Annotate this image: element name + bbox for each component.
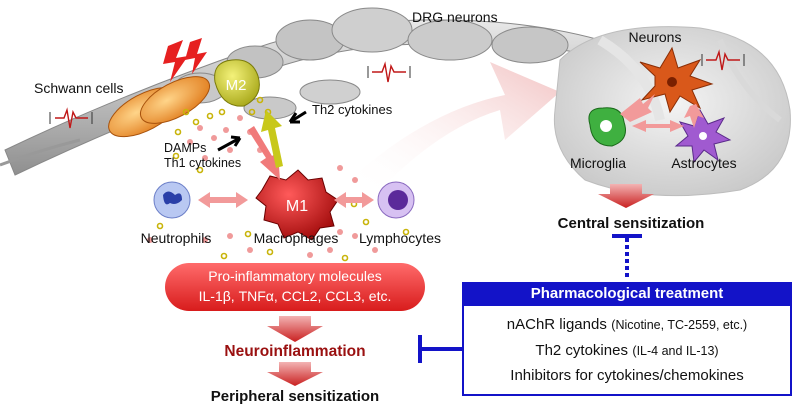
pointer-damps-icon bbox=[217, 135, 242, 152]
injury-lightning-icon bbox=[163, 38, 207, 82]
arrow-m1-to-m2 bbox=[261, 110, 283, 168]
neuron-cell bbox=[639, 46, 714, 114]
label-lymphocytes: Lymphocytes bbox=[359, 230, 441, 246]
label-central-sensitization: Central sensitization bbox=[558, 215, 705, 232]
label-th1-cytokines: Th1 cytokines bbox=[164, 156, 241, 170]
label-microglia: Microglia bbox=[570, 155, 626, 171]
inhibition-to-central bbox=[612, 234, 642, 280]
pharma-item-th2: Th2 cytokines (IL-4 and IL-13) bbox=[464, 342, 790, 360]
cytokine-dots bbox=[147, 96, 410, 262]
m2-macrophage bbox=[214, 59, 260, 107]
astrocyte-cell bbox=[674, 108, 732, 164]
label-damps: DAMPs bbox=[164, 141, 206, 155]
arrow-to-neuroinflammation bbox=[267, 316, 323, 342]
pro-inflammatory-title: Pro-inflammatory molecules bbox=[208, 268, 382, 284]
arrow-m2-to-m1 bbox=[248, 126, 280, 180]
label-schwann-cells: Schwann cells bbox=[34, 80, 124, 96]
arrow-macrophage-lymphocyte bbox=[334, 192, 374, 208]
arrow-to-central bbox=[598, 184, 654, 208]
pharma-item-nachr: nAChR ligands (Nicotine, TC-2559, etc.) bbox=[464, 316, 790, 334]
label-drg-neurons: DRG neurons bbox=[412, 9, 498, 25]
pharma-item-nachr-main: nAChR ligands bbox=[506, 316, 607, 333]
label-neutrophils: Neutrophils bbox=[141, 230, 212, 246]
inhibition-to-neuroinflammation bbox=[418, 335, 462, 363]
label-m2: M2 bbox=[226, 77, 247, 94]
pro-inflammatory-molecules: IL-1β, TNFα, CCL2, CCL3, etc. bbox=[198, 288, 392, 304]
schwann-cells bbox=[108, 76, 210, 138]
cns-interaction-arrows bbox=[620, 94, 704, 132]
lymphocyte-cell bbox=[377, 181, 415, 219]
neutrophil-cell bbox=[153, 181, 191, 219]
label-astrocytes: Astrocytes bbox=[671, 155, 736, 171]
nerve-fiber bbox=[0, 7, 611, 176]
pharma-item-inhibitors: Inhibitors for cytokines/chemokines bbox=[464, 367, 790, 385]
pharma-box: nAChR ligands (Nicotine, TC-2559, etc.) … bbox=[462, 306, 792, 396]
label-m1: M1 bbox=[286, 198, 308, 215]
arrow-neutrophil-macrophage bbox=[198, 192, 248, 208]
pharma-item-th2-main: Th2 cytokines bbox=[535, 342, 628, 359]
signal-axis-marks bbox=[49, 54, 745, 124]
label-neuroinflammation: Neuroinflammation bbox=[224, 343, 365, 360]
action-potential-icon bbox=[55, 49, 740, 129]
label-macrophages: Macrophages bbox=[254, 230, 339, 246]
pro-inflammatory-pill bbox=[165, 263, 425, 311]
pharma-box-title: Pharmacological treatment bbox=[462, 282, 792, 306]
pharma-item-nachr-detail: (Nicotine, TC-2559, etc.) bbox=[611, 318, 748, 332]
pharma-item-th2-detail: (IL-4 and IL-13) bbox=[632, 344, 719, 358]
signal-arrow-to-cns bbox=[355, 62, 560, 190]
label-th2-cytokines: Th2 cytokines bbox=[312, 102, 393, 117]
m1-macrophage bbox=[255, 169, 339, 241]
pharma-item-inhibitors-main: Inhibitors for cytokines/chemokines bbox=[510, 367, 744, 384]
label-peripheral-sensitization: Peripheral sensitization bbox=[211, 388, 379, 405]
microglia-cell bbox=[588, 107, 626, 147]
arrow-to-peripheral bbox=[267, 362, 323, 386]
pointer-th2-icon bbox=[288, 110, 307, 124]
label-neurons: Neurons bbox=[629, 29, 682, 45]
